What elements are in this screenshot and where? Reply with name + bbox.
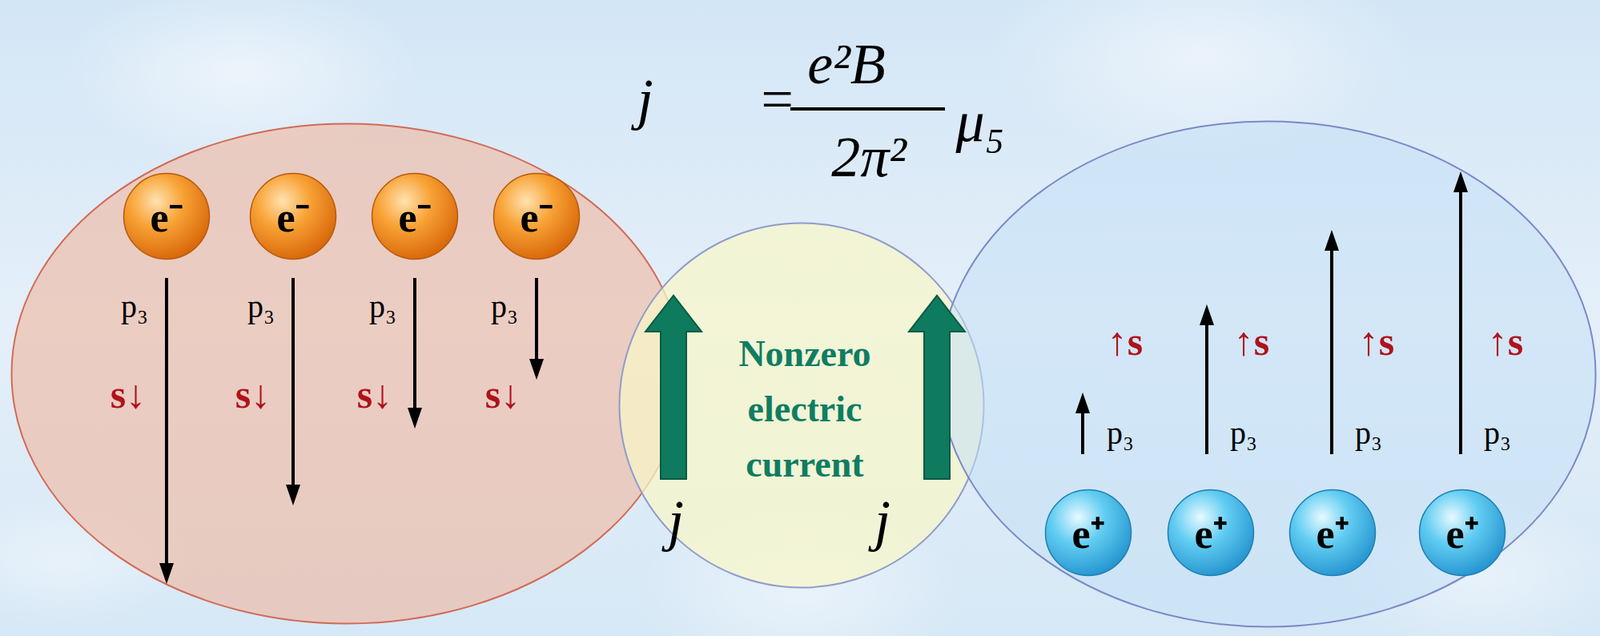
momentum-label: p₃ xyxy=(1230,417,1258,450)
momentum-arrow xyxy=(413,277,417,413)
electron-ball-sphere xyxy=(250,173,337,260)
electron-ball-sphere xyxy=(124,173,210,260)
momentum-label: p₃ xyxy=(247,290,275,323)
current-symbol: j⃗ xyxy=(874,491,936,550)
positron-ball: e⁺ xyxy=(1418,488,1507,577)
positron-ball-sphere xyxy=(1045,490,1132,576)
particle-label: e⁺ xyxy=(1193,513,1227,555)
positron-ball-sphere xyxy=(1290,490,1376,576)
momentum-label: p₃ xyxy=(1106,417,1134,450)
particle-label: e⁺ xyxy=(1445,513,1479,555)
current-circle: Nonzero electric currentj⃗ j⃗ xyxy=(618,221,985,589)
spin-label: s↓ xyxy=(485,373,521,415)
momentum-arrow xyxy=(164,277,169,568)
spin-label: s↓ xyxy=(357,373,393,415)
momentum-arrow xyxy=(1081,408,1085,455)
fraction-bar xyxy=(790,107,945,111)
positron-ball: e⁺ xyxy=(1166,488,1255,577)
electron-ball-sphere xyxy=(494,173,580,260)
formula-numerator: e²B⃗ xyxy=(807,35,931,93)
electron-ball: e⁻ xyxy=(492,172,581,261)
momentum-arrow xyxy=(1459,187,1463,455)
momentum-label: p₃ xyxy=(120,290,149,323)
current-text: Nonzero electric current xyxy=(708,325,901,492)
spin-label: ↑s xyxy=(1358,321,1395,362)
positron-ball-sphere xyxy=(1419,490,1506,576)
formula-lhs: ⟨j⃗⟩ = xyxy=(592,70,797,129)
current-symbol: j⃗ xyxy=(667,491,729,550)
electron-ball-sphere xyxy=(372,173,459,260)
electron-region-shape xyxy=(12,124,684,624)
particle-label: e⁻ xyxy=(519,196,553,239)
particle-label: e⁻ xyxy=(149,196,183,239)
momentum-arrow xyxy=(1205,320,1209,455)
momentum-label: p₃ xyxy=(369,290,397,323)
electron-ball: e⁻ xyxy=(122,172,211,261)
particle-label: e⁺ xyxy=(1315,513,1349,555)
formula-factor: μ₅ xyxy=(955,92,1005,151)
momentum-label: p₃ xyxy=(1354,417,1383,450)
momentum-arrow xyxy=(1330,245,1334,455)
spin-label: ↑s xyxy=(1234,321,1270,362)
positron-region-outline xyxy=(938,120,1597,628)
spin-label: s↓ xyxy=(235,373,271,415)
momentum-arrow xyxy=(534,277,539,364)
momentum-label: p₃ xyxy=(1483,417,1512,450)
particle-label: e⁻ xyxy=(397,196,431,239)
positron-region: ↑s p₃ ↑s p₃ ↑s p₃ ↑s p₃ e⁺ e⁺ e⁺ e⁺ xyxy=(938,120,1597,628)
spin-label: ↑s xyxy=(1487,321,1524,362)
positron-ball: e⁺ xyxy=(1044,488,1133,577)
electron-region: p₃ s↓ p₃ s↓ p₃ s↓ p₃ s↓ e⁻ e⁻ e⁻ e⁻ xyxy=(10,122,684,625)
formula-denominator: 2π² xyxy=(831,128,907,186)
spin-label: s↓ xyxy=(110,373,146,415)
electron-ball: e⁻ xyxy=(370,172,459,261)
particle-label: e⁺ xyxy=(1071,513,1105,555)
positron-region-shape xyxy=(940,121,1596,628)
spin-label: ↑s xyxy=(1107,321,1143,362)
positron-ball: e⁺ xyxy=(1288,488,1377,577)
electron-ball: e⁻ xyxy=(249,172,338,261)
current-circle-shape xyxy=(619,223,985,588)
momentum-arrow xyxy=(291,277,295,490)
particle-label: e⁻ xyxy=(276,196,310,239)
positron-ball-sphere xyxy=(1168,490,1255,576)
momentum-label: p₃ xyxy=(490,290,519,323)
